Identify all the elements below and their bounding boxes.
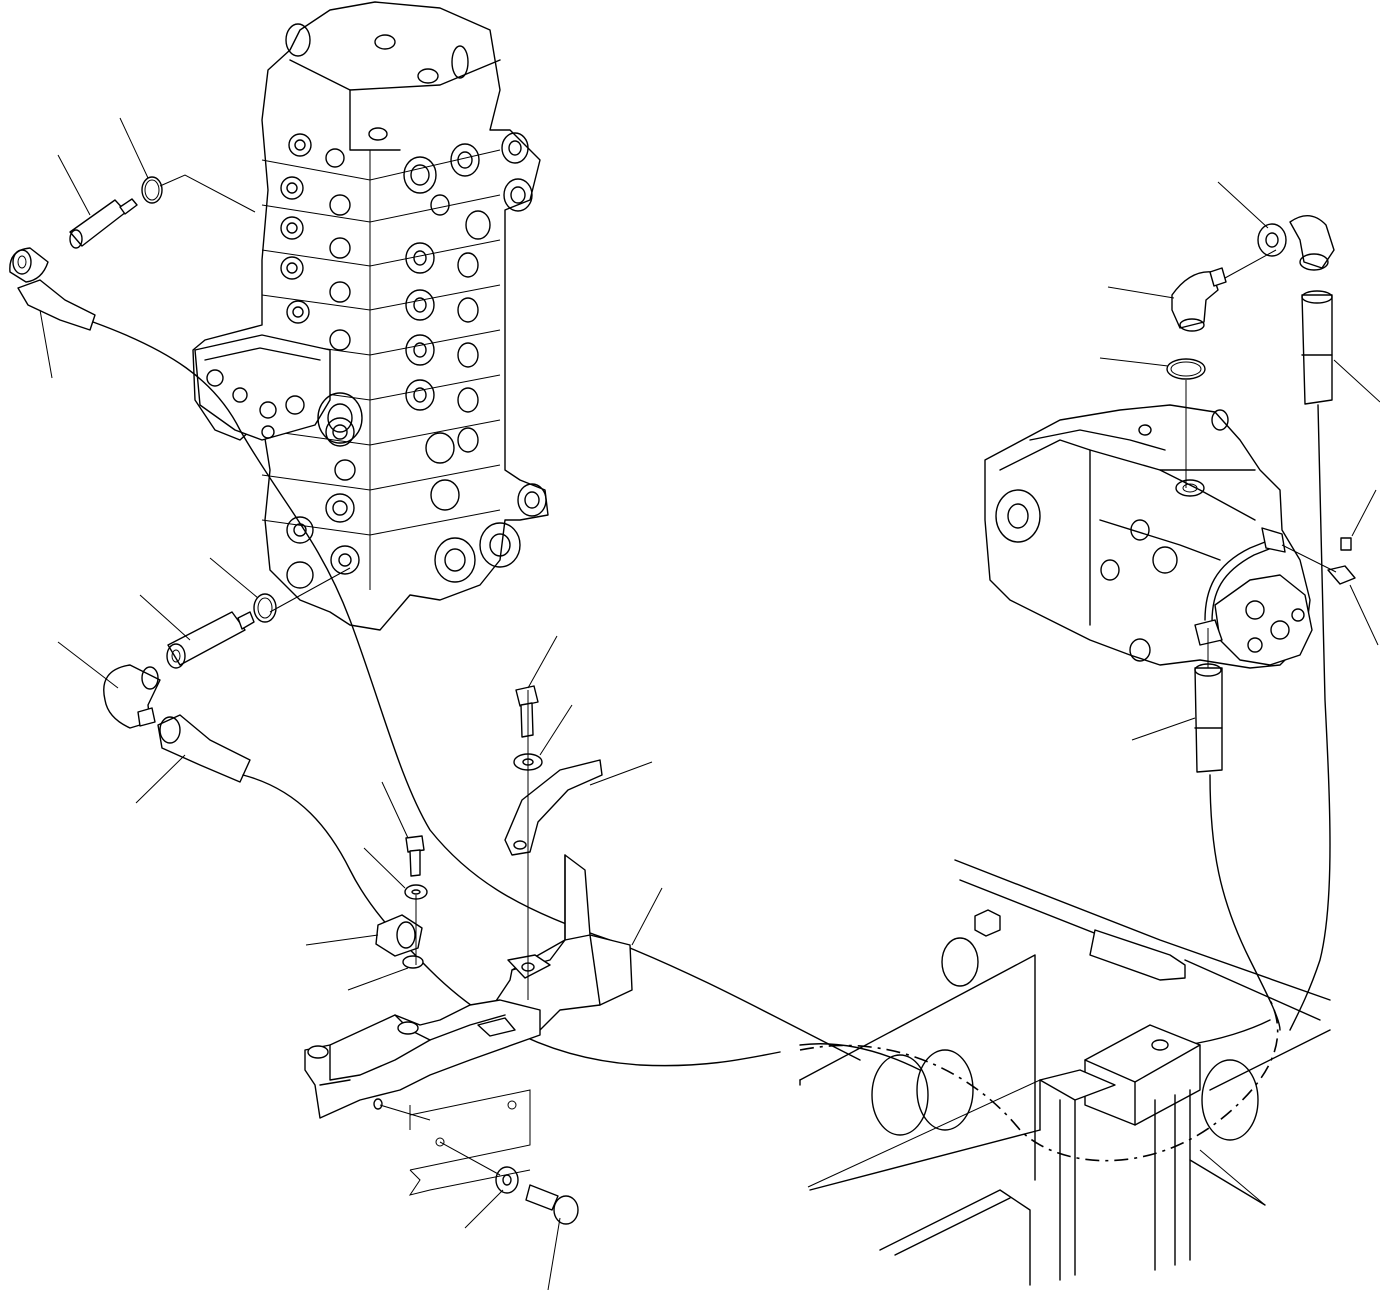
- callout-leader: [1224, 249, 1277, 279]
- pump-hose-fittings: [1166, 215, 1356, 773]
- callout-leader: [57, 154, 91, 216]
- frame: [799, 859, 1331, 1286]
- hydraulic-pump: [984, 404, 1313, 669]
- callout-leader: [139, 594, 191, 641]
- callout-leader: [305, 934, 379, 946]
- callout-leader: [1351, 489, 1377, 537]
- upper-hose-fittings: [9, 176, 163, 331]
- callout-leader: [807, 1079, 1041, 1188]
- callout-leader: [1333, 359, 1380, 403]
- callout-leader: [347, 967, 409, 991]
- bolts-and-washers: [375, 685, 603, 1225]
- callout-leader: [135, 754, 186, 804]
- washer: [402, 955, 424, 969]
- elbow-fitting: [1171, 271, 1219, 329]
- callout-leader: [547, 1217, 561, 1290]
- callout-leader: [209, 557, 259, 599]
- callout-leader: [1349, 584, 1379, 646]
- callout-leader: [1131, 717, 1196, 741]
- callout-leader: [159, 174, 256, 213]
- hose-end: [1301, 294, 1333, 405]
- callout-leader: [363, 847, 406, 889]
- mounting-bracket: [304, 854, 633, 1196]
- callout-leader: [57, 641, 119, 689]
- callout-leader: [381, 781, 409, 839]
- hose-end: [1194, 667, 1223, 773]
- callout-leader: [1217, 181, 1269, 229]
- connector: [1327, 565, 1356, 585]
- bolt: [405, 835, 425, 853]
- callout-leader: [527, 635, 558, 689]
- o-ring: [141, 176, 163, 204]
- callout-leader: [631, 887, 663, 946]
- callout-leader: [379, 1104, 431, 1121]
- adapter: [167, 611, 246, 666]
- o-ring: [1166, 358, 1206, 380]
- callout-leaders: [39, 117, 1380, 1290]
- hose-lines: [92, 321, 1331, 1067]
- callout-leader: [119, 117, 149, 179]
- lower-hose-fittings: [103, 593, 277, 783]
- callout-leader: [1199, 1149, 1266, 1206]
- callout-leader: [39, 309, 53, 379]
- clamp: [504, 759, 603, 856]
- bolt: [515, 685, 539, 707]
- hose-end: [157, 714, 251, 783]
- plug: [1340, 537, 1352, 551]
- callout-leader: [269, 567, 351, 613]
- adapter: [69, 199, 127, 247]
- callout-leader: [539, 704, 573, 756]
- callout-leader: [1099, 357, 1169, 367]
- hose-end: [17, 279, 96, 331]
- washer: [495, 1166, 519, 1194]
- callout-leader: [439, 1141, 501, 1176]
- callout-leader: [589, 761, 653, 786]
- bolt: [525, 1184, 559, 1211]
- o-ring: [253, 593, 277, 623]
- callout-leader: [1281, 544, 1337, 573]
- control-valve: [192, 1, 549, 631]
- callout-leader: [464, 1189, 504, 1229]
- elbow-fitting: [1289, 215, 1335, 269]
- callout-leader: [1107, 286, 1175, 299]
- union-nut: [1257, 223, 1287, 257]
